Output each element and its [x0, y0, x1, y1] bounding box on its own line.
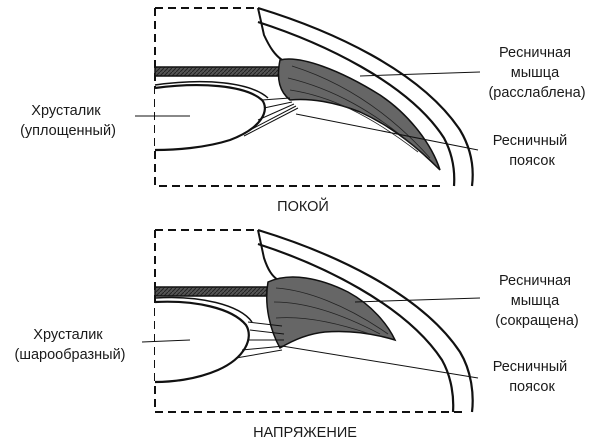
rest-lens-label: Хрусталик (уплощенный) [20, 103, 116, 139]
rest-muscle-label: Ресничная мышца (расслаблена) [488, 45, 585, 101]
tension-panel: Хрусталик (шарообразный) Ресничная мышца… [15, 228, 579, 441]
tension-zonule-leader [281, 345, 479, 379]
rest-caption: ПОКОЙ [277, 197, 329, 215]
rest-iris [154, 66, 281, 77]
tension-muscle-leader [354, 297, 481, 303]
rest-sclera-inner [257, 20, 456, 187]
tension-lens-label: Хрусталик (шарообразный) [15, 327, 126, 363]
rest-sclera-outer [257, 6, 474, 187]
tension-caption: НАПРЯЖЕНИЕ [253, 425, 357, 441]
rest-muscle-leader [359, 71, 481, 77]
tension-sclera-inner [257, 242, 455, 413]
tension-lens [154, 300, 250, 384]
tension-iris [154, 286, 268, 297]
rest-lens [154, 84, 266, 152]
rest-zonule-label: Ресничный поясок [493, 133, 572, 169]
rest-zonule-leader [295, 113, 479, 151]
rest-zonule-fibers [243, 97, 299, 137]
tension-zonule-label: Ресничный поясок [493, 359, 572, 395]
tension-lens-leader [141, 339, 191, 343]
tension-sclera-outer [257, 228, 474, 413]
tension-frame [154, 230, 462, 413]
tension-muscle-label: Ресничная мышца (сокращена) [495, 273, 579, 329]
tension-zonule-fibers [235, 321, 285, 359]
rest-ciliary-muscle [277, 58, 441, 171]
rest-panel: Хрусталик (уплощенный) Ресничная мышца (… [20, 6, 586, 215]
